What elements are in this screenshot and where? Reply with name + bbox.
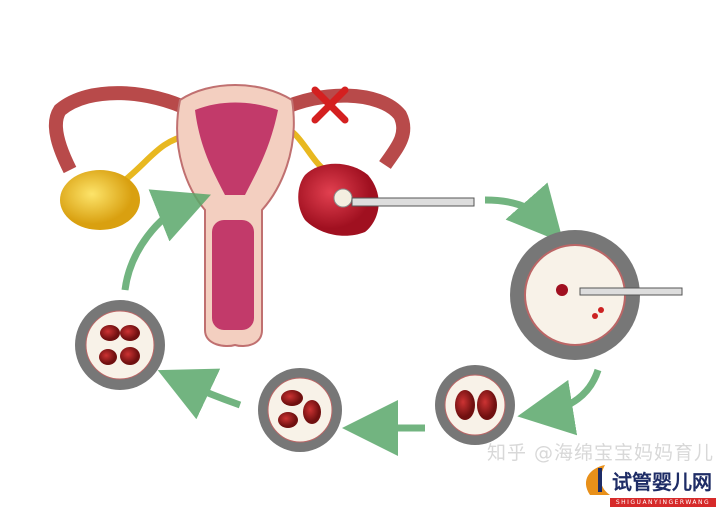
embryo-multi-cell <box>75 300 165 390</box>
embryo-two-cell <box>435 365 515 445</box>
retrieval-needle <box>351 197 475 207</box>
left-ovary <box>60 170 140 230</box>
fertilization-dish <box>510 230 683 360</box>
follicle <box>333 188 353 208</box>
logo-name: 试管婴儿网 <box>612 470 712 494</box>
logo-subtitle: SHIGUANYINGERWANG <box>610 498 716 507</box>
logo-mark <box>585 465 610 495</box>
process-arrows <box>121 182 602 456</box>
uterus <box>176 84 295 348</box>
watermark: 知乎 @海绵宝宝妈妈育儿 <box>487 442 715 464</box>
blocked-cross-icon <box>311 86 349 124</box>
embryo-four-cell <box>258 368 342 452</box>
